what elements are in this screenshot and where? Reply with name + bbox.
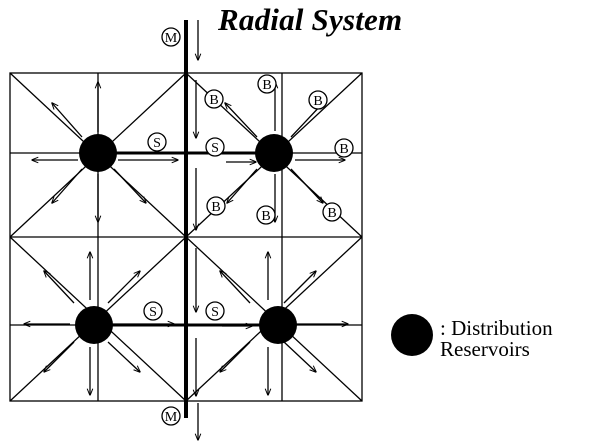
legend-line-2: Reservoirs [440, 337, 530, 361]
label-circle [161, 27, 181, 47]
label-text: S [211, 305, 219, 320]
pipe-label-branch: B [204, 89, 224, 109]
main-lines [94, 20, 282, 418]
flow-arrow [113, 168, 146, 203]
legend-reservoir-symbol [391, 314, 433, 356]
flow-arrow [283, 341, 316, 372]
pipe-label-sub: S [143, 301, 163, 321]
pipe-label-branch: B [308, 90, 328, 110]
label-text: B [262, 78, 271, 93]
pipe-label-branch: B [322, 202, 342, 222]
flow-arrow [52, 168, 83, 203]
pipe-label-branch: B [257, 74, 277, 94]
flow-arrow [227, 168, 258, 203]
flow-arrow [107, 341, 140, 372]
pipe-label-main: M [161, 27, 181, 47]
legend-reservoir-dot [391, 314, 433, 356]
flow-arrow [52, 103, 83, 138]
label-text: B [339, 142, 348, 157]
label-text: B [209, 93, 218, 108]
pipe-label-branch: B [206, 196, 226, 216]
label-text: S [211, 141, 219, 156]
label-circle [322, 202, 342, 222]
label-circle [334, 138, 354, 158]
legend: : Distribution Reservoirs [440, 318, 553, 360]
label-text: M [165, 31, 178, 46]
reservoir-dot [79, 134, 117, 172]
flow-arrow [107, 271, 140, 304]
pipe-labels: M M S S S S B B B B B B B [143, 27, 354, 426]
diagram-title: Radial System [218, 2, 403, 37]
flow-arrow [290, 168, 323, 203]
label-circle [257, 74, 277, 94]
label-circle [143, 301, 163, 321]
pipe-label-branch: B [256, 205, 276, 225]
flow-arrow [44, 271, 75, 304]
flow-arrows [24, 20, 348, 440]
flow-arrow [44, 341, 75, 372]
label-circle [256, 205, 276, 225]
reservoir-dot [259, 306, 297, 344]
pipe-label-sub: S [147, 132, 167, 152]
label-circle [308, 90, 328, 110]
label-circle [204, 89, 224, 109]
label-text: B [327, 206, 336, 221]
label-circle [206, 196, 226, 216]
label-text: B [313, 94, 322, 109]
reservoir-dot [255, 134, 293, 172]
flow-arrow [283, 271, 316, 304]
flow-arrow [220, 271, 251, 304]
pipe-label-sub: S [205, 301, 225, 321]
pipe-label-branch: B [334, 138, 354, 158]
reservoirs [75, 134, 297, 344]
label-circle [147, 132, 167, 152]
label-circle [161, 406, 181, 426]
label-circle [205, 137, 225, 157]
label-text: M [165, 410, 178, 425]
label-text: B [261, 209, 270, 224]
flow-arrow [220, 341, 251, 372]
label-text: S [149, 305, 157, 320]
label-text: S [153, 136, 161, 151]
legend-line-1: : Distribution [440, 316, 553, 340]
reservoir-dot [75, 306, 113, 344]
label-text: B [211, 200, 220, 215]
pipe-label-sub: S [205, 137, 225, 157]
label-circle [205, 301, 225, 321]
pipe-label-main: M [161, 406, 181, 426]
flow-arrow [225, 103, 258, 138]
